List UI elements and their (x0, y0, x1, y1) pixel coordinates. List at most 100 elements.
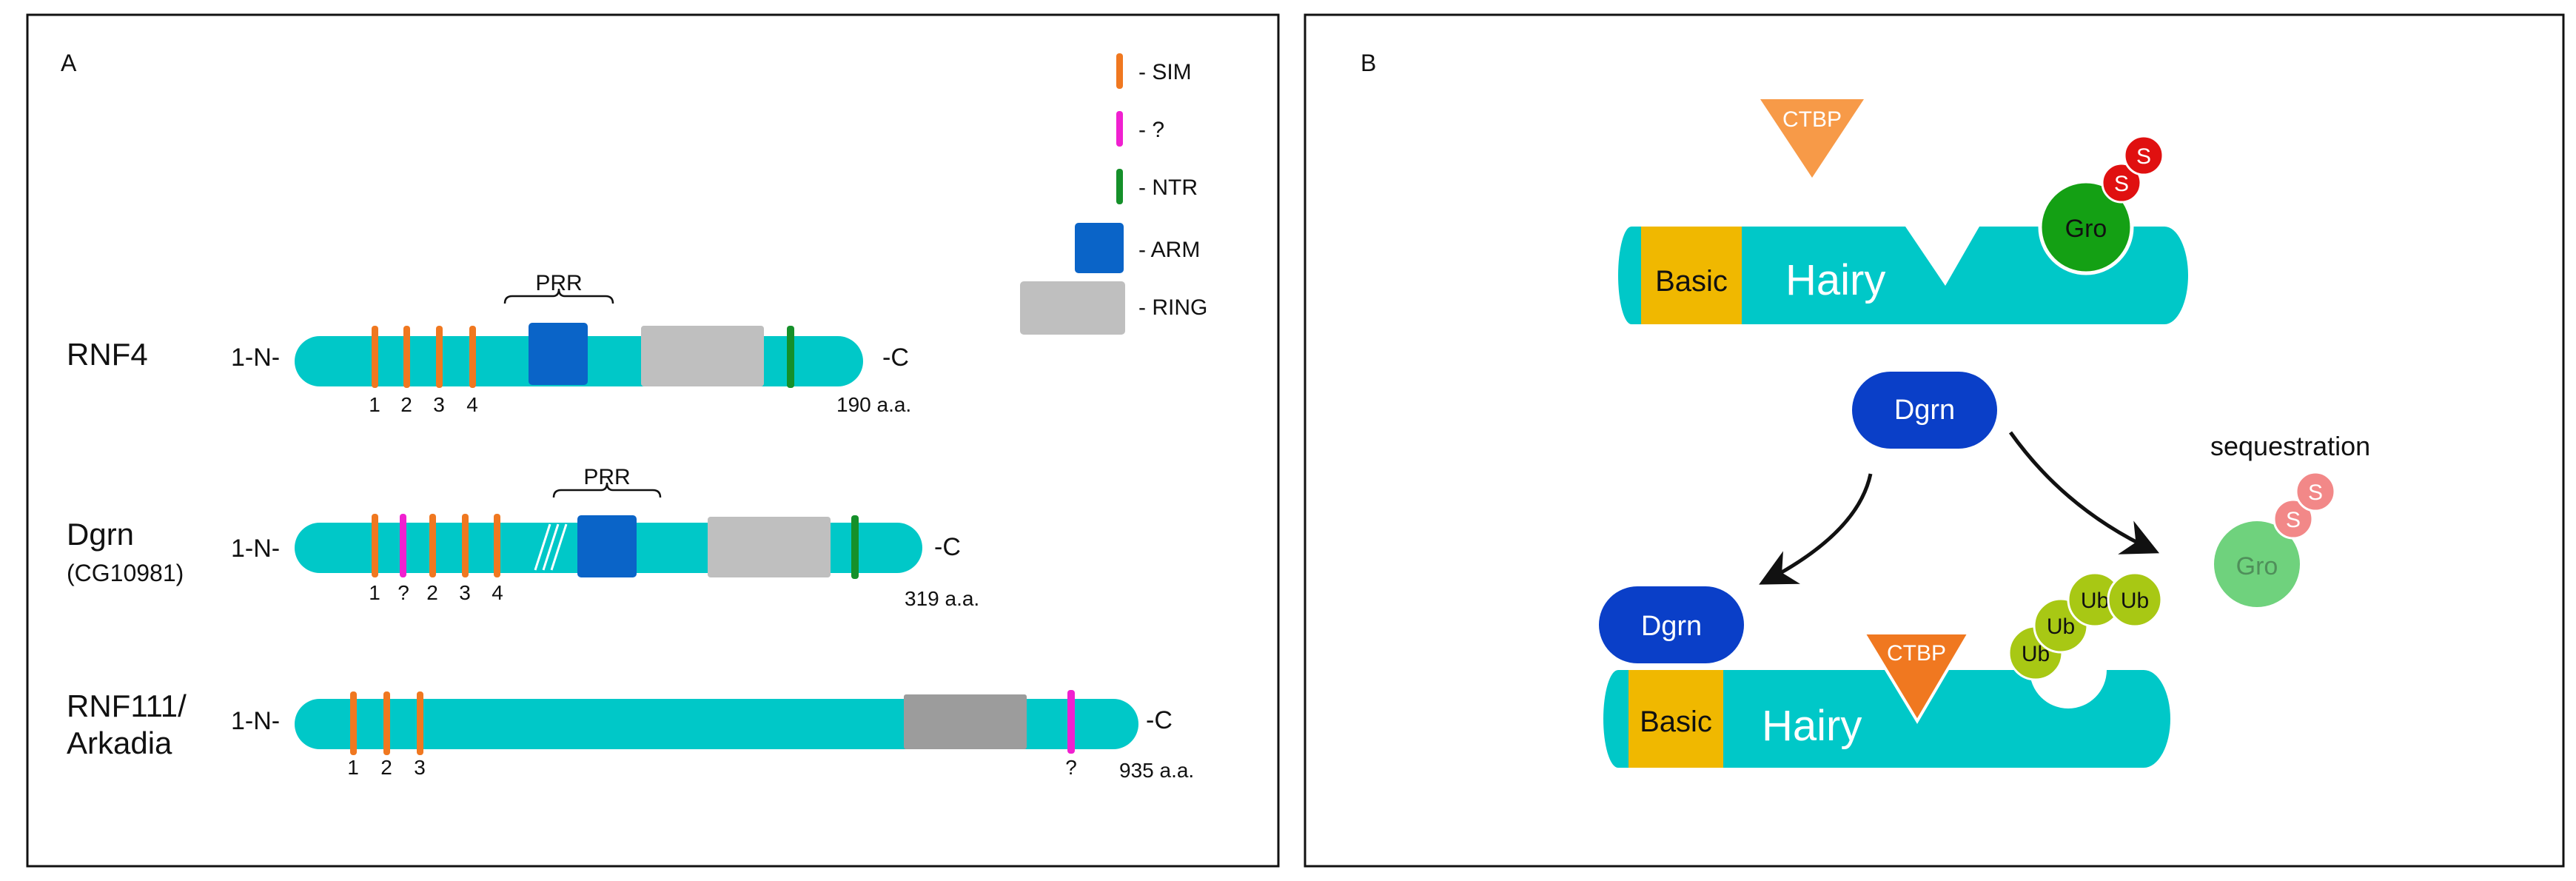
ntr-site (787, 326, 794, 388)
sim-site (429, 514, 436, 577)
sim-site (372, 326, 378, 388)
site-label: 3 (433, 393, 445, 416)
ctbp-triangle (1861, 632, 1972, 724)
ctbp-triangle (1760, 99, 1864, 178)
c-terminus-label: -C (1146, 706, 1173, 734)
sim-site (417, 691, 423, 755)
sumo-light-label: S (2286, 508, 2301, 532)
protein-length: 319 a.a. (905, 587, 979, 610)
ub-circle (2107, 572, 2163, 628)
site-label: 1 (369, 581, 380, 604)
ring-domain (904, 694, 1027, 749)
protein-length: 190 a.a. (836, 393, 911, 416)
sim-site (383, 691, 390, 755)
n-terminus-label: 1-N- (231, 344, 280, 372)
basic-domain (1641, 227, 1742, 324)
ub-label: Ub (2121, 589, 2149, 613)
ctbp-label: CTBP (1887, 641, 1946, 666)
gro-light-circle (2214, 521, 2300, 607)
basic-label: Basic (1640, 706, 1712, 738)
arrow-to-sequestration (2008, 431, 2160, 555)
legend-sim-swatch (1116, 53, 1123, 89)
unknown-site (400, 514, 406, 577)
sumo-light-circle (2295, 471, 2336, 512)
ub-label: Ub (2081, 589, 2109, 613)
site-label: 1 (347, 756, 359, 779)
hairy-label: Hairy (1762, 702, 1862, 750)
sim-site (436, 326, 443, 388)
legend-ring-label: - RING (1138, 295, 1207, 320)
hairy-label: Hairy (1785, 256, 1885, 304)
sim-site (494, 514, 500, 577)
legend-unknown-label: - ? (1138, 118, 1164, 142)
gro-label: Gro (2065, 215, 2107, 243)
legend-ntr-label: - NTR (1138, 175, 1198, 200)
sim-site (403, 326, 410, 388)
sim-site (350, 691, 357, 755)
protein-rnf111: RNF111/ Arkadia 1-N- -C 935 a.a. 1 2 3 ? (67, 689, 1194, 782)
sumo-light-circle (2273, 498, 2314, 540)
protein-dgrn: Dgrn (CG10981) 1-N- PRR -C 319 a.a. 1 ? … (67, 465, 979, 610)
site-label: 2 (426, 581, 438, 604)
hairy-bottom: Basic Hairy Dgrn CTBP Ub Ub Ub Ub (1599, 572, 2170, 768)
sequestration-label: sequestration (2210, 431, 2370, 461)
ntr-site (851, 515, 859, 579)
gro-circle (2038, 179, 2134, 275)
basic-label: Basic (1655, 265, 1728, 298)
legend-unknown-swatch (1116, 111, 1123, 147)
dgrn-label: Dgrn (1641, 611, 1702, 642)
protein-alias: (CG10981) (67, 560, 184, 586)
site-label: 4 (492, 581, 503, 604)
site-label: 4 (466, 393, 478, 416)
site-label: ? (1065, 756, 1077, 779)
protein-name: RNF111/ (67, 689, 187, 723)
protein-alias: Arkadia (67, 726, 172, 760)
unknown-site (1067, 690, 1075, 754)
legend-arm-swatch (1075, 223, 1124, 273)
panel-a-label: A (61, 50, 77, 76)
legend-ring-swatch (1020, 281, 1125, 335)
legend: - SIM - ? - NTR - ARM - RING (1020, 53, 1207, 335)
panel-b: B Basic Hairy CTBP Gro S S Dgrn sequestr… (1304, 13, 2565, 868)
site-label: 1 (369, 393, 380, 416)
hairy-bottom-body (1603, 670, 2170, 768)
site-label: 2 (400, 393, 412, 416)
legend-arm-label: - ARM (1138, 238, 1200, 262)
dgrn-label: Dgrn (1894, 395, 1955, 426)
arm-domain (529, 323, 588, 385)
basic-domain (1629, 670, 1723, 768)
sumo-circle (2101, 162, 2142, 204)
panel-a: A - SIM - ? - NTR - ARM - RING RNF4 1-N- (26, 13, 1280, 868)
hairy-top: Basic Hairy CTBP Gro S S (1618, 99, 2188, 324)
c-terminus-label: -C (882, 344, 909, 372)
site-label: ? (398, 581, 409, 604)
sim-site (469, 326, 476, 388)
site-label: 2 (380, 756, 392, 779)
gro-light-label: Gro (2236, 552, 2278, 580)
dgrn-pill (1852, 372, 1997, 449)
arrow-to-degradation (1759, 473, 1873, 585)
dgrn-pill (1599, 586, 1744, 663)
ctbp-label: CTBP (1782, 107, 1842, 132)
protein-name: Dgrn (67, 517, 134, 552)
arm-domain (577, 515, 637, 577)
sim-site (372, 514, 378, 577)
n-terminus-label: 1-N- (231, 535, 280, 563)
site-label: 3 (414, 756, 426, 779)
sumo-label: S (2136, 144, 2151, 169)
panel-b-frame (1304, 13, 2565, 868)
panel-a-frame (26, 13, 1280, 868)
legend-ntr-swatch (1116, 169, 1123, 204)
prr-bracket (503, 288, 614, 304)
protein-rnf4: RNF4 1-N- PRR -C 190 a.a. 1 2 3 4 (67, 271, 911, 416)
sumo-light-label: S (2308, 480, 2323, 505)
protein-name: RNF4 (67, 337, 148, 372)
c-terminus-label: -C (934, 533, 961, 561)
sumo-label: S (2114, 172, 2129, 196)
sumo-circle (2123, 135, 2164, 176)
n-terminus-label: 1-N- (231, 707, 280, 735)
legend-sim-label: - SIM (1138, 60, 1192, 84)
ring-domain (708, 517, 831, 577)
sim-site (462, 514, 469, 577)
